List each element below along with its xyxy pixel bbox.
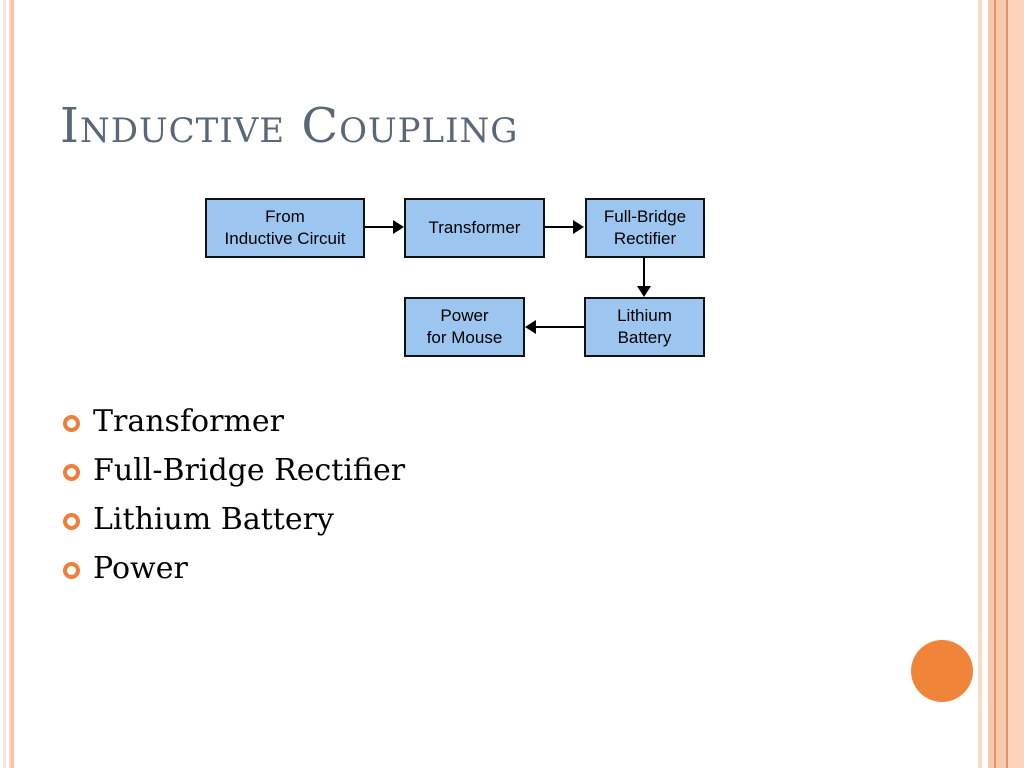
- bullet-list: Transformer Full-Bridge Rectifier Lithiu…: [63, 397, 405, 593]
- right-edge-band-light: [1008, 0, 1024, 768]
- diagram-box-from-inductive-circuit: From Inductive Circuit: [205, 198, 365, 258]
- left-edge-stripe: [3, 0, 6, 768]
- list-item: Lithium Battery: [63, 495, 405, 544]
- diagram-box-label-line: Transformer: [428, 218, 521, 238]
- diagram-box-power-for-mouse: Power for Mouse: [404, 297, 525, 357]
- right-edge-line: [994, 0, 996, 768]
- arrowhead-left-icon: [525, 320, 536, 334]
- bullet-icon: [63, 512, 80, 530]
- left-edge-stripe: [11, 0, 14, 768]
- list-item: Transformer: [63, 397, 405, 446]
- diagram-box-label-line: Full-Bridge: [603, 207, 687, 227]
- diagram-box-label-line: Inductive Circuit: [224, 229, 346, 248]
- bullet-icon: [63, 561, 80, 579]
- diagram-box-transformer: Transformer: [404, 198, 545, 258]
- bullet-label: Lithium Battery: [93, 502, 334, 537]
- diagram-box-label-line: Battery: [617, 328, 672, 347]
- arrowhead-right-icon: [393, 220, 404, 234]
- right-edge-stripe: [978, 0, 982, 768]
- arrowhead-down-icon: [637, 286, 651, 297]
- arrow-line: [535, 326, 584, 328]
- left-edge-stripe: [9, 0, 11, 768]
- bullet-icon: [63, 463, 80, 481]
- diagram-box-label-line: for Mouse: [426, 328, 503, 347]
- diagram-box-label-line: Lithium: [617, 306, 672, 326]
- page-title: Inductive Coupling: [60, 98, 519, 154]
- diagram-box-label-line: Rectifier: [613, 229, 677, 248]
- right-edge-line: [1006, 0, 1008, 768]
- list-item: Power: [63, 544, 405, 593]
- arrowhead-right-icon: [573, 220, 584, 234]
- bullet-icon: [63, 414, 80, 432]
- accent-circle: [911, 640, 973, 702]
- arrow-line: [365, 226, 394, 228]
- arrow-line: [545, 226, 574, 228]
- diagram-box-label-line: Power: [440, 306, 489, 326]
- list-item: Full-Bridge Rectifier: [63, 446, 405, 495]
- bullet-label: Transformer: [93, 404, 285, 439]
- diagram-box-full-bridge-rectifier: Full-Bridge Rectifier: [585, 198, 705, 258]
- bullet-label: Power: [93, 551, 188, 586]
- diagram-box-lithium-battery: Lithium Battery: [584, 297, 705, 357]
- arrow-line: [643, 258, 645, 287]
- bullet-label: Full-Bridge Rectifier: [93, 453, 406, 488]
- diagram-box-label-line: From: [265, 207, 305, 227]
